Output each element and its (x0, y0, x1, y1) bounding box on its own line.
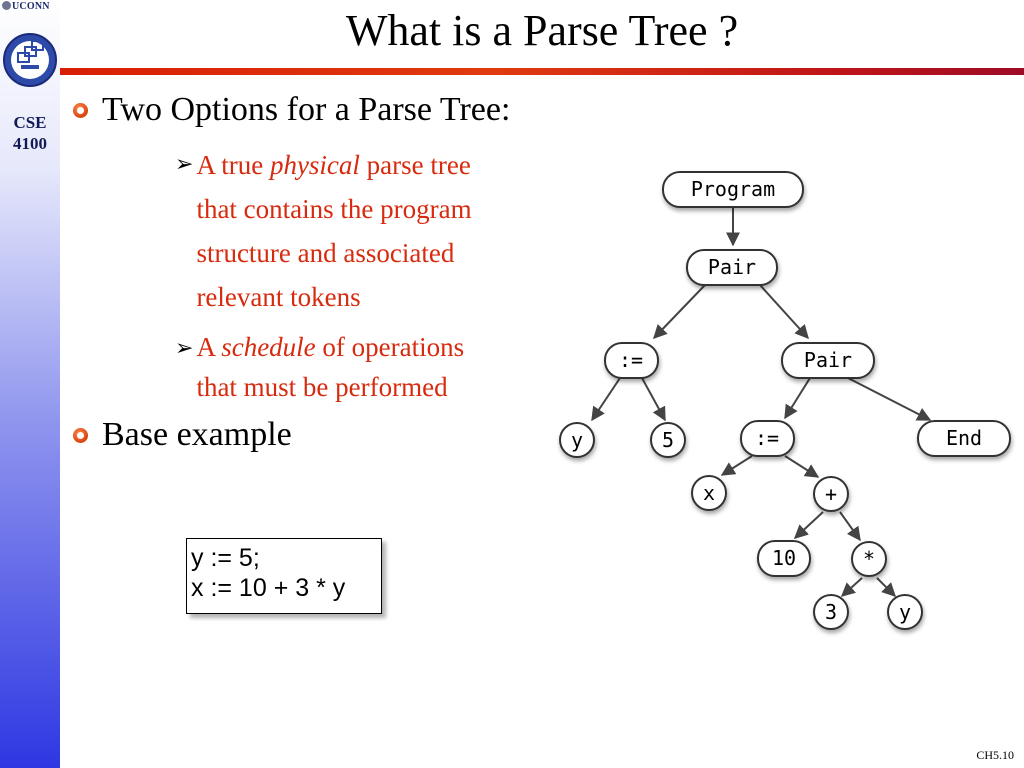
sub-bullet-text: A schedule of operations that must be pe… (196, 332, 465, 402)
cse-department-logo (3, 33, 57, 87)
node-y-2: y (887, 594, 923, 630)
edge-star-3 (840, 577, 863, 597)
bullet-text: Two Options for a Parse Tree: (102, 91, 511, 128)
edge-assign-y (591, 377, 621, 422)
title-divider (60, 68, 1024, 75)
code-example-box: y := 5; x := 10 + 3 * y (186, 538, 382, 614)
edge-plus-star (839, 511, 861, 542)
edge-assign2-plus (784, 455, 820, 478)
bullet-circle-icon (73, 102, 88, 118)
course-line-2: 4100 (13, 134, 47, 153)
page-number: CH5.10 (976, 748, 1014, 762)
bullet-circle-icon (73, 427, 88, 443)
svg-text:y: y (899, 600, 911, 624)
sidebar: UCONN CSE 4100 (0, 0, 60, 768)
svg-text:Program: Program (691, 177, 775, 201)
slide-title: What is a Parse Tree ? (345, 6, 739, 55)
sub-bullet-physical: ➢ A true physical parse tree that contai… (175, 143, 472, 319)
node-5: 5 (650, 422, 686, 458)
node-3: 3 (813, 594, 849, 630)
bullet-text: Base example (102, 416, 292, 453)
svg-text:*: * (863, 547, 875, 571)
svg-text:End: End (946, 426, 982, 450)
bullet-base-example: Base example (73, 416, 292, 454)
sub-bullet-schedule: ➢ A schedule of operations that must be … (175, 327, 464, 407)
code-line: y := 5; (191, 544, 260, 572)
node-end: End (917, 420, 1011, 457)
edge-assign2-x (720, 455, 753, 476)
edge-pair-end (847, 377, 932, 421)
code-line: x := 10 + 3 * y (191, 574, 346, 602)
svg-text:5: 5 (662, 428, 674, 452)
node-y: y (559, 422, 595, 458)
arrow-bullet-icon: ➢ (175, 152, 194, 177)
tree-edges (591, 207, 932, 597)
svg-text::=: := (619, 348, 643, 372)
node-assign-2: := (740, 420, 795, 457)
bullet-two-options: Two Options for a Parse Tree: (73, 91, 510, 129)
node-program: Program (662, 171, 804, 208)
svg-text::=: := (755, 426, 779, 450)
node-x: x (691, 475, 727, 511)
uconn-logo: UCONN (2, 1, 50, 12)
node-star: * (851, 541, 887, 577)
svg-text:+: + (825, 482, 837, 506)
edge-assign-5 (641, 377, 666, 422)
seal-icon (2, 1, 11, 10)
sub-bullet-text: A true physical parse tree that contains… (196, 150, 472, 312)
node-assign: := (604, 342, 659, 379)
emphasis-physical: physical (269, 150, 360, 180)
edge-plus-10 (793, 511, 824, 539)
svg-text:x: x (703, 481, 715, 505)
edge-star-y (876, 577, 896, 597)
arrow-bullet-icon: ➢ (175, 336, 194, 361)
uconn-label: UCONN (12, 1, 50, 12)
edge-pair-assign2 (784, 377, 811, 420)
edge-pair-assign (653, 284, 706, 340)
svg-text:3: 3 (825, 600, 837, 624)
course-label: CSE 4100 (0, 112, 60, 154)
tree-nodes: Program Pair := Pair y 5 := End (559, 171, 1011, 630)
svg-text:Pair: Pair (804, 348, 852, 372)
svg-text:10: 10 (772, 546, 796, 570)
node-10: 10 (757, 540, 811, 577)
node-plus: + (813, 476, 849, 512)
emphasis-schedule: schedule (221, 332, 316, 362)
node-pair-2: Pair (781, 342, 875, 379)
svg-text:Pair: Pair (708, 255, 756, 279)
node-pair: Pair (686, 249, 778, 286)
course-line-1: CSE (13, 113, 47, 132)
parse-tree-diagram: Program Pair := Pair y 5 := End (559, 171, 1011, 630)
edge-pair-pair (759, 284, 809, 340)
svg-text:y: y (571, 428, 583, 452)
